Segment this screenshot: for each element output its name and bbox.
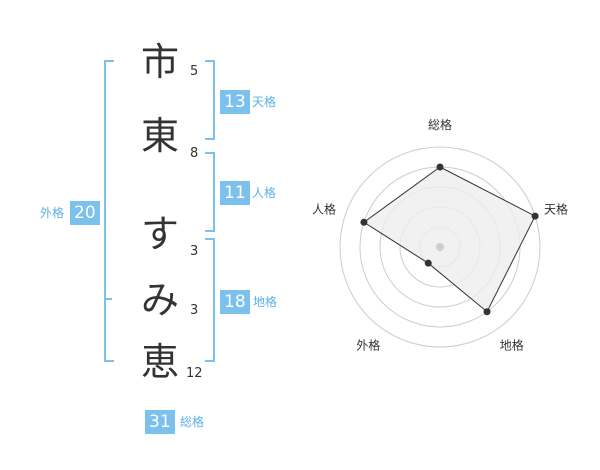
radar-axis-label-2: 天格 [544, 201, 568, 216]
radar-axis-label-4: 外格 [356, 338, 380, 353]
soukaku-value-badge: 31 [145, 410, 175, 434]
radar-center-dot [436, 243, 444, 251]
radar-point-2 [531, 212, 539, 220]
name-char-5: 恵 [140, 340, 179, 384]
chikaku-bracket [205, 238, 215, 362]
radar-axis-label-5: 人格 [312, 201, 336, 216]
name-char-1: 市 [140, 40, 179, 84]
chikaku-label: 地格 [253, 295, 278, 309]
name-char-4: み [140, 278, 179, 322]
jinkaku-bracket [205, 152, 215, 232]
radar-point-3 [483, 308, 491, 316]
name-char-3: す [140, 212, 179, 256]
radar-grid-ring-5 [339, 146, 541, 348]
gaikaku-label: 外格 [40, 206, 65, 220]
radar-axis-label-3: 地格 [500, 338, 524, 353]
chikaku-value-badge: 18 [220, 290, 250, 314]
stroke-count-4: 3 [190, 303, 199, 318]
tenkaku-label: 天格 [252, 95, 277, 109]
jinkaku-value-badge: 11 [220, 181, 250, 205]
radar-data-polygon [363, 166, 536, 313]
radar-axis-label-1: 総格 [428, 117, 452, 132]
radar-point-4 [424, 259, 432, 267]
stroke-count-5: 12 [186, 366, 203, 381]
jinkaku-label: 人格 [252, 186, 277, 200]
stroke-count-1: 5 [190, 64, 199, 79]
radar-point-5 [360, 218, 368, 226]
gaikaku-value-badge: 20 [70, 201, 100, 225]
gaikaku-bracket [104, 60, 114, 362]
tenkaku-value-badge: 13 [220, 90, 250, 114]
gaikaku-mid-mark [104, 298, 112, 300]
radar-point-1 [436, 163, 444, 171]
radar-data-points [360, 163, 539, 316]
name-char-2: 東 [140, 114, 179, 158]
stroke-count-3: 3 [190, 244, 199, 259]
soukaku-label: 総格 [180, 415, 205, 429]
stroke-count-2: 8 [190, 146, 199, 161]
tenkaku-bracket [205, 60, 215, 140]
